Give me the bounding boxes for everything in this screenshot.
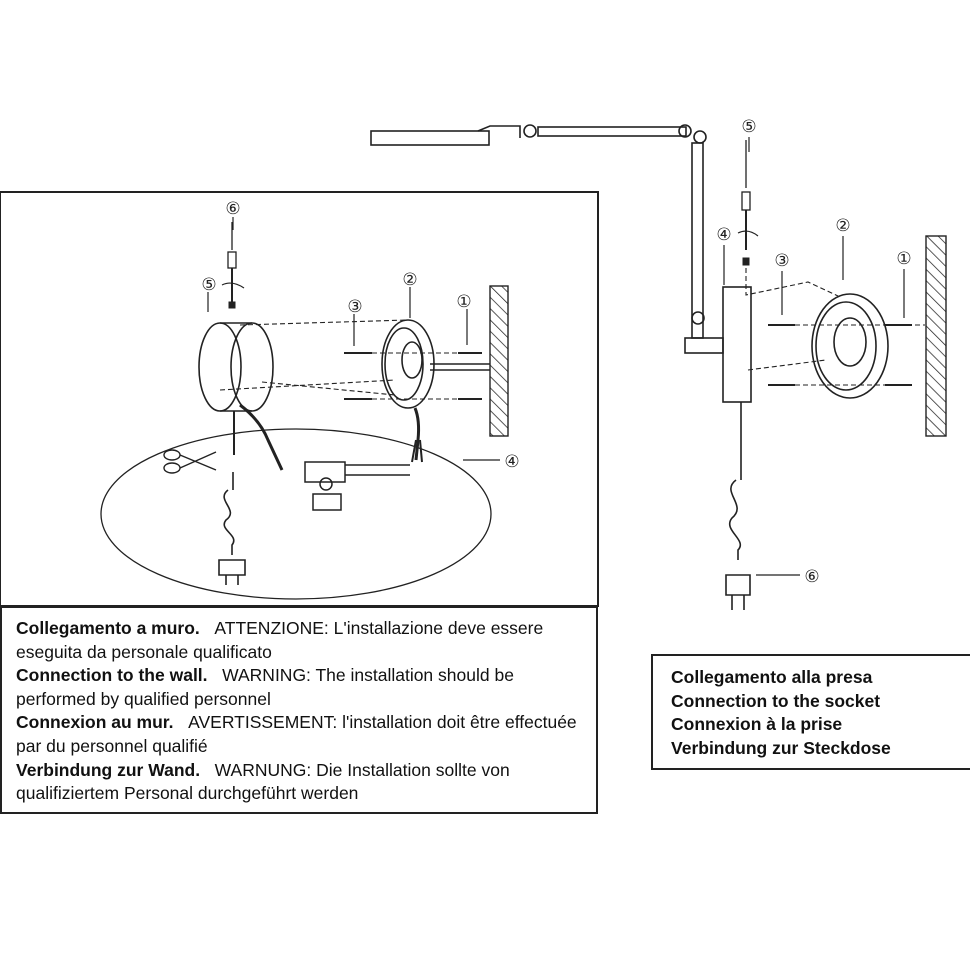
callout-leaders-right [723, 137, 905, 576]
callouts-left: ① ② ③ ④ ⑤ ⑥ [201, 199, 519, 471]
callout-3-right: ③ [774, 251, 789, 270]
socket-instruction-german: Verbindung zur Steckdose [671, 737, 891, 758]
instruction-german: Verbindung zur Wand. WARNUNG: Die Instal… [16, 759, 582, 806]
callout-6: ⑥ [225, 199, 240, 218]
callout-1-right: ① [896, 249, 911, 268]
power-cord-plug-right [725, 402, 751, 610]
callout-2-right: ② [835, 216, 850, 235]
screwdriver-icon-right [737, 140, 759, 266]
instruction-italian: Collegamento a muro. ATTENZIONE: L'insta… [16, 617, 582, 664]
socket-instruction-english: Connection to the socket [671, 690, 881, 711]
callout-2: ② [402, 270, 417, 289]
instruction-title: Verbindung zur Wand. [16, 759, 201, 780]
instruction-text: ATTENZIONE: L'installazione deve essere … [16, 618, 544, 662]
dashed-guides [219, 319, 458, 400]
wiring-zone-ellipse [100, 428, 492, 600]
wall-plate [381, 319, 490, 461]
instruction-french: Connexion au mur. AVERTISSEMENT: l'insta… [16, 711, 582, 758]
callout-3: ③ [347, 297, 362, 316]
wall-icon-right [925, 235, 947, 437]
callout-4: ④ [504, 452, 519, 471]
power-cord-plug [218, 472, 246, 585]
screwdriver-icon [221, 222, 245, 309]
screws [344, 352, 482, 400]
callout-6-right: ⑥ [804, 567, 819, 586]
instruction-english: Connection to the wall. WARNING: The ins… [16, 664, 582, 711]
wall-icon [489, 285, 509, 437]
instruction-title: Connexion au mur. [16, 712, 174, 733]
dashed-guides-right [745, 268, 925, 386]
instruction-title: Connection to the wall. [16, 665, 208, 686]
screws-right [768, 324, 912, 386]
wall-connection-instructions: Collegamento a muro. ATTENZIONE: L'insta… [0, 606, 598, 814]
callout-5-right: ⑤ [741, 117, 756, 136]
scissors-icon [163, 449, 217, 474]
driver-box [722, 286, 752, 403]
callout-1: ① [456, 292, 471, 311]
socket-instruction-french: Connexion à la prise [671, 714, 843, 735]
callout-4-right: ④ [716, 225, 731, 244]
instruction-text: AVERTISSEMENT: l'installation doit être … [16, 712, 577, 756]
socket-instruction-italian: Collegamento alla presa [671, 667, 873, 687]
instruction-text: WARNUNG: Die Installation sollte von qua… [16, 759, 510, 804]
callout-leaders-left [207, 217, 500, 461]
lamp-arm [370, 124, 724, 354]
instruction-text: WARNING: The installation should be perf… [16, 665, 514, 709]
callouts-right: ① ② ③ ④ ⑤ ⑥ [716, 117, 911, 586]
socket-connection-instructions: Collegamento alla presa Connection to th… [651, 654, 970, 770]
callout-5: ⑤ [201, 275, 216, 294]
terminal-block [304, 439, 423, 511]
cylinder-shade [198, 322, 284, 471]
wall-plate-right [811, 293, 889, 399]
instruction-title: Collegamento a muro. [16, 618, 200, 638]
